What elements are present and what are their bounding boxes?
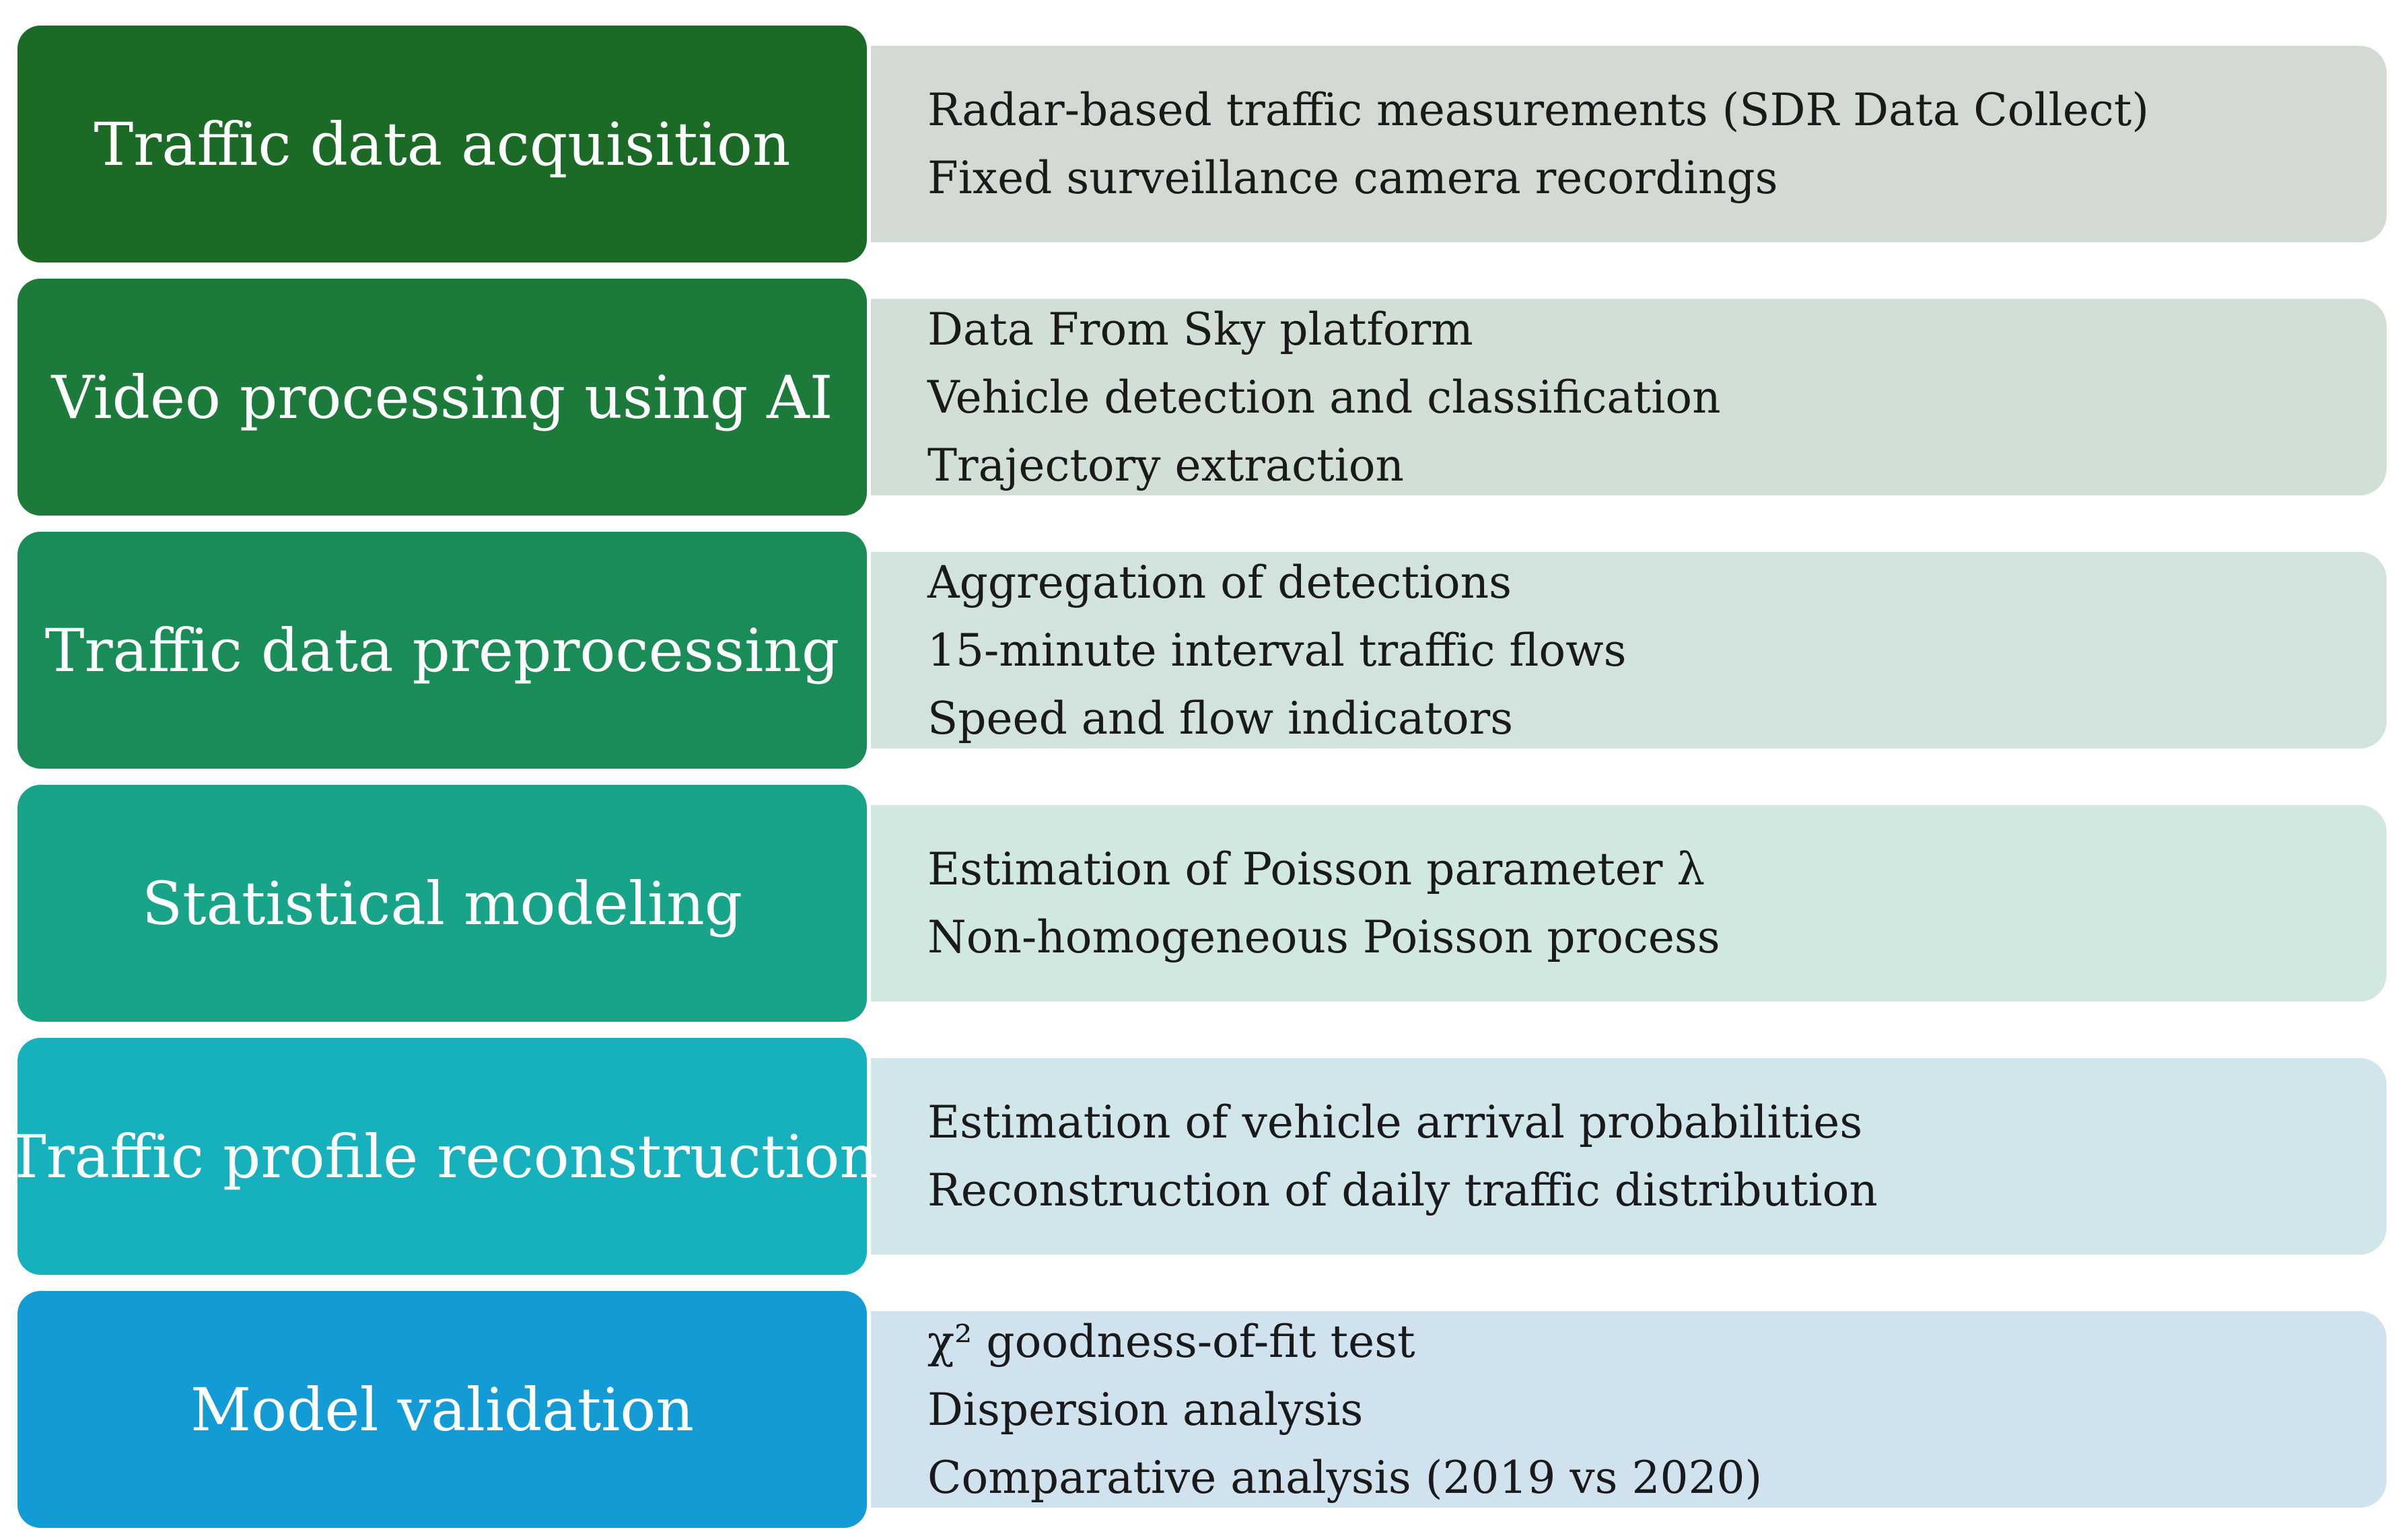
stage-detail-item: Dispersion analysis (927, 1383, 1364, 1436)
stage-box: Statistical modeling (17, 785, 867, 1022)
stage-detail-item: Aggregation of detections (927, 556, 1512, 608)
stage-title: Traffic profile reconstruction (6, 1121, 878, 1191)
stage-box: Traffic data acquisition (17, 26, 867, 262)
stage-details-list: Estimation of Poisson parameter λ Non-hom… (927, 835, 2387, 971)
stage-details-panel: Estimation of vehicle arrival probabilit… (848, 1058, 2387, 1255)
workflow-step: Traffic profile reconstruction Estimation… (0, 1038, 2396, 1275)
stage-title: Model validation (190, 1374, 695, 1444)
stage-detail-item: Data From Sky platform (927, 303, 1473, 355)
stage-details-list: Estimation of vehicle arrival probabilit… (927, 1088, 2387, 1224)
stage-detail-item: Fixed surveillance camera recordings (927, 152, 1778, 204)
stage-detail-item: 15-minute interval traffic flows (927, 624, 1627, 676)
stage-box: Model validation (17, 1291, 867, 1528)
stage-box: Traffic data preprocessing (17, 532, 867, 769)
stage-details-list: Radar-based traffic measurements (SDR Da… (927, 76, 2387, 212)
stage-box: Traffic profile reconstruction (7, 1038, 878, 1275)
workflow-step: Statistical modeling Estimation of Poisso… (0, 785, 2396, 1022)
stage-detail-item: Vehicle detection and classification (927, 371, 1721, 423)
stage-detail-item: χ² goodness-of-fit test (927, 1315, 1415, 1368)
stage-title: Traffic data preprocessing (44, 615, 840, 685)
stage-details-panel: Radar-based traffic measurements (SDR Da… (848, 46, 2387, 242)
workflow-step: Traffic data acquisition Radar-based traf… (0, 26, 2396, 262)
stage-title: Traffic data acquisition (94, 109, 791, 179)
stage-detail-item: Trajectory extraction (927, 439, 1405, 491)
stage-title: Video processing using AI (51, 362, 833, 432)
stage-detail-item: Speed and flow indicators (927, 692, 1514, 744)
stage-detail-item: Non-homogeneous Poisson process (927, 911, 1720, 963)
stage-detail-item: Reconstruction of daily traffic distribu… (927, 1164, 1878, 1216)
stage-details-panel: Aggregation of detections 15-minute inter… (848, 552, 2387, 748)
stage-detail-item: Estimation of Poisson parameter λ (927, 843, 1705, 895)
stage-detail-item: Comparative analysis (2019 vs 2020) (927, 1451, 1763, 1504)
stage-box: Video processing using AI (17, 279, 867, 516)
stage-title: Statistical modeling (141, 868, 743, 938)
stage-details-panel: Estimation of Poisson parameter λ Non-hom… (848, 805, 2387, 1002)
stage-detail-item: Radar-based traffic measurements (SDR Da… (927, 84, 2150, 136)
stage-detail-item: Estimation of vehicle arrival probabilit… (927, 1096, 1863, 1148)
stage-details-list: Aggregation of detections 15-minute inter… (927, 549, 2387, 753)
